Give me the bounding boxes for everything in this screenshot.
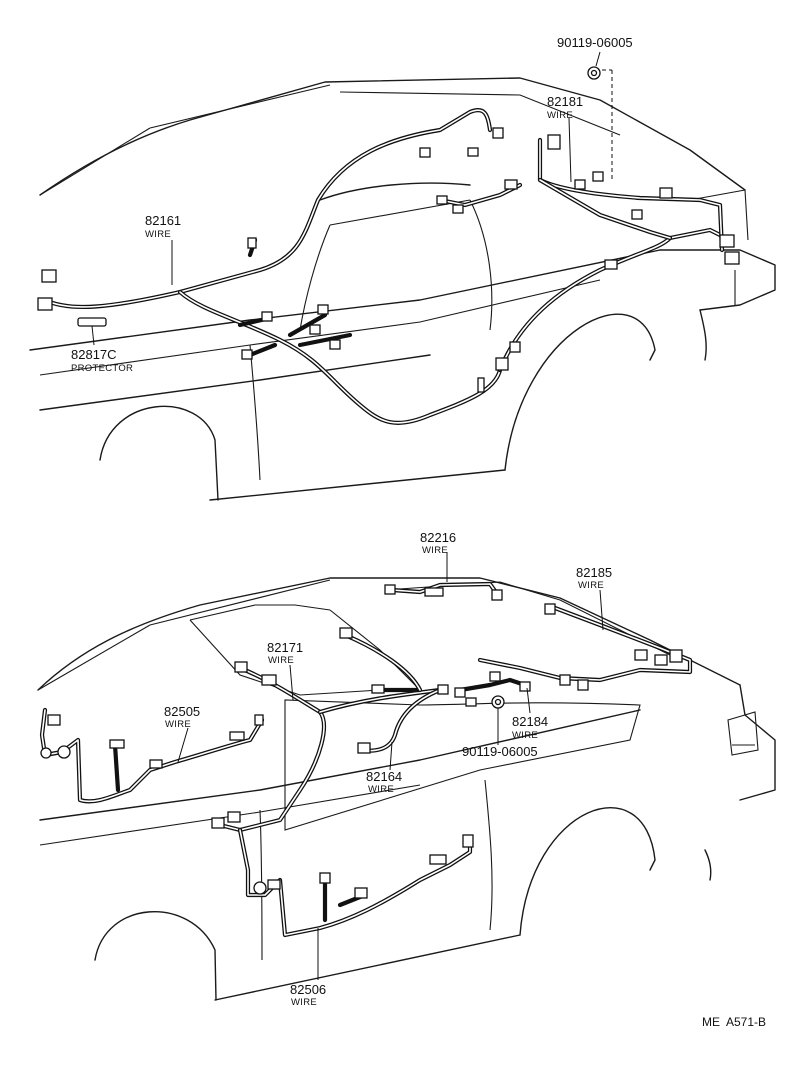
label-82184-name: WIRE <box>512 730 538 741</box>
lower-connectors <box>40 584 683 899</box>
label-90119-06005-upper: 90119-06005 <box>557 35 633 50</box>
protector-82817c-part <box>77 317 107 327</box>
upper-connectors <box>37 127 740 393</box>
lower-car-body-outline <box>37 577 776 1001</box>
label-82216-name: WIRE <box>422 545 448 556</box>
label-82161: 82161 <box>145 213 181 228</box>
label-90119-06005-lower: 90119-06005 <box>462 744 538 759</box>
upper-wire-harness <box>42 108 733 425</box>
upper-leader-lines <box>91 51 601 346</box>
lower-car-view: 82216 WIRE 82185 WIRE 82171 WIRE 82505 W… <box>37 530 776 1008</box>
label-82164-name: WIRE <box>368 784 394 795</box>
label-82181-name: WIRE <box>547 110 573 121</box>
label-82506: 82506 <box>290 982 326 997</box>
label-82185-name: WIRE <box>578 580 604 591</box>
label-82817c: 82817C <box>71 347 117 362</box>
label-82181: 82181 <box>547 94 583 109</box>
diagram-reference-code: ME A571-B <box>702 1015 766 1029</box>
label-82506-name: WIRE <box>291 997 317 1008</box>
clip-icon-upper <box>587 66 613 180</box>
lower-wire-harness <box>39 581 693 938</box>
clip-icon-lower <box>491 695 505 709</box>
label-82185: 82185 <box>576 565 612 580</box>
upper-labels: 90119-06005 82181 WIRE 82161 WIRE 82817C… <box>71 35 633 374</box>
label-82164: 82164 <box>366 769 402 784</box>
label-82171-name: WIRE <box>268 655 294 666</box>
label-82505-name: WIRE <box>165 719 191 730</box>
label-82216: 82216 <box>420 530 456 545</box>
lower-leader-lines <box>177 552 604 980</box>
upper-car-view: 90119-06005 82181 WIRE 82161 WIRE 82817C… <box>29 35 776 501</box>
label-82505: 82505 <box>164 704 200 719</box>
label-82817c-name: PROTECTOR <box>71 363 133 374</box>
label-82171: 82171 <box>267 640 303 655</box>
label-82161-name: WIRE <box>145 229 171 240</box>
label-82184: 82184 <box>512 714 548 729</box>
lower-labels: 82216 WIRE 82185 WIRE 82171 WIRE 82505 W… <box>164 530 612 1008</box>
upper-car-body-outline <box>29 77 776 501</box>
